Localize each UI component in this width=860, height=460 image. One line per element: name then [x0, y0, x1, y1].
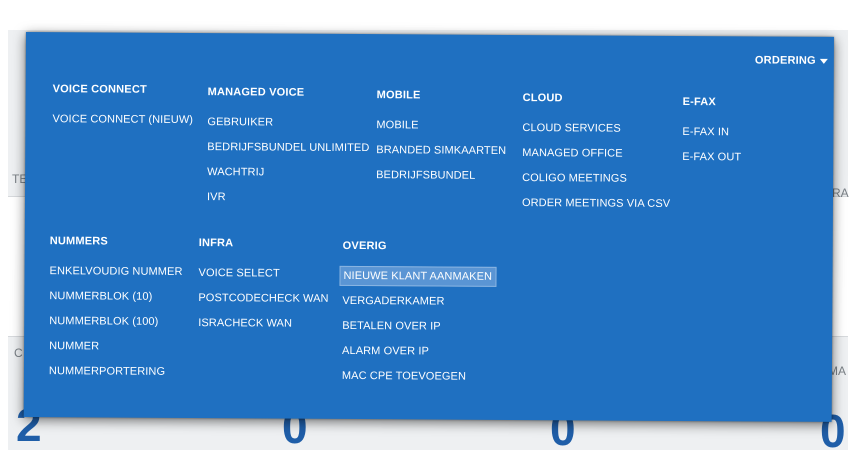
column-title: INFRA	[198, 237, 234, 250]
column-title: MOBILE	[376, 89, 421, 102]
menu-column-mobile: MOBILE MOBILE BRANDED SIMKAARTEN BEDRIJF…	[376, 89, 510, 191]
column-title: MANAGED VOICE	[207, 86, 305, 99]
menu-column-overig: OVERIG NIEUWE KLANT AANMAKEN VERGADERKAM…	[339, 239, 497, 392]
menu-item[interactable]: MOBILE	[376, 119, 419, 132]
menu-item[interactable]: WACHTRIJ	[207, 166, 265, 179]
menu-item[interactable]: NUMMERBLOK (10)	[49, 290, 153, 303]
column-title: CLOUD	[522, 92, 563, 105]
menu-column-voice-connect: VOICE CONNECT VOICE CONNECT (NIEUW)	[52, 83, 196, 135]
menu-column-nummers: NUMMERS ENKELVOUDIG NUMMER NUMMERBLOK (1…	[49, 235, 186, 387]
menu-item[interactable]: BRANDED SIMKAARTEN	[376, 144, 507, 157]
menu-column-managed-voice: MANAGED VOICE GEBRUIKER BEDRIJFSBUNDEL U…	[207, 86, 373, 213]
menu-item[interactable]: GEBRUIKER	[207, 116, 274, 129]
menu-item[interactable]: ALARM OVER IP	[342, 344, 429, 358]
menu-item[interactable]: VOICE SELECT	[198, 267, 280, 280]
menu-item[interactable]: E-FAX OUT	[682, 151, 742, 164]
menu-column-cloud: CLOUD CLOUD SERVICES MANAGED OFFICE COLI…	[522, 92, 674, 219]
background-text-fragment: RA	[832, 186, 849, 200]
menu-item[interactable]: ENKELVOUDIG NUMMER	[49, 265, 183, 278]
menu-item[interactable]: BETALEN OVER IP	[342, 319, 441, 333]
menu-item[interactable]: CLOUD SERVICES	[522, 122, 621, 135]
menu-item[interactable]: NUMMERBLOK (100)	[49, 315, 159, 328]
menu-item[interactable]: MANAGED OFFICE	[522, 147, 623, 160]
menu-item[interactable]: BEDRIJFSBUNDEL	[376, 169, 476, 182]
background-text-fragment: C	[14, 346, 23, 360]
menu-item[interactable]: POSTCODECHECK WAN	[198, 292, 329, 305]
menu-column-infra: INFRA VOICE SELECT POSTCODECHECK WAN ISR…	[198, 237, 332, 339]
menu-item[interactable]: VOICE CONNECT (NIEUW)	[52, 113, 194, 127]
column-title: E-FAX	[682, 96, 717, 109]
menu-item[interactable]: IVR	[206, 191, 226, 204]
menu-item[interactable]: NUMMER	[49, 340, 100, 353]
chevron-down-icon	[819, 58, 828, 64]
menu-item[interactable]: MAC CPE TOEVOEGEN	[341, 369, 467, 383]
menu-column-e-fax: E-FAX E-FAX IN E-FAX OUT	[682, 96, 744, 172]
menu-item[interactable]: BEDRIJFSBUNDEL UNLIMITED	[207, 141, 370, 155]
background-text-fragment: TE	[12, 172, 28, 186]
menu-item-nieuwe-klant-aanmaken[interactable]: NIEUWE KLANT AANMAKEN	[339, 265, 497, 292]
column-title: VOICE CONNECT	[52, 83, 147, 96]
background-text-fragment: MA	[828, 364, 846, 378]
menu-item[interactable]: COLIGO MEETINGS	[522, 172, 627, 185]
column-title: OVERIG	[342, 239, 387, 253]
ordering-mega-menu: ORDERING VOICE CONNECT VOICE CONNECT (NI…	[23, 32, 834, 422]
menu-item[interactable]: NUMMERPORTERING	[48, 365, 166, 378]
column-title: NUMMERS	[49, 235, 108, 248]
menu-item[interactable]: ISRACHECK WAN	[198, 317, 293, 330]
menu-item[interactable]: E-FAX IN	[682, 126, 730, 139]
menu-item[interactable]: ORDER MEETINGS VIA CSV	[521, 197, 671, 210]
ordering-dropdown-toggle[interactable]: ORDERING	[754, 54, 828, 67]
ordering-label: ORDERING	[754, 54, 816, 67]
menu-item[interactable]: VERGADERKAMER	[342, 294, 445, 308]
